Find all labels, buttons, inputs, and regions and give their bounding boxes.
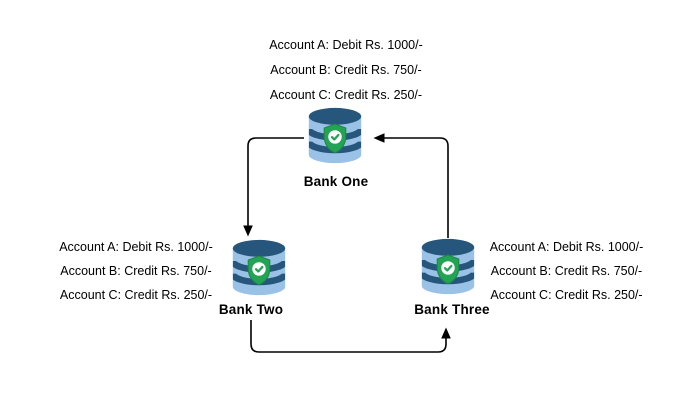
shield-check-icon (247, 255, 271, 286)
arrow-bank-two-to-bank-three (250, 320, 451, 353)
account-line: Account B: Credit Rs. 750/- (270, 63, 422, 77)
shield-check-icon (436, 254, 460, 285)
account-line: Account A: Debit Rs. 1000/- (59, 240, 213, 254)
bank-one-accounts: Account A: Debit Rs. 1000/- Account B: C… (246, 33, 446, 108)
database-icon (421, 238, 475, 295)
bank-two-accounts: Account A: Debit Rs. 1000/- Account B: C… (36, 235, 236, 307)
account-line: Account C: Credit Rs. 250/- (59, 288, 213, 302)
account-line: Account A: Debit Rs. 1000/- (489, 240, 644, 254)
account-line: Account B: Credit Rs. 750/- (60, 264, 212, 278)
bank-three-label: Bank Three (414, 302, 490, 317)
bank-one-label: Bank One (303, 174, 369, 189)
account-line: Account A: Debit Rs. 1000/- (269, 38, 423, 52)
bank-two-label: Bank Two (218, 302, 284, 317)
account-line: Account C: Credit Rs. 250/- (490, 288, 643, 302)
account-line: Account B: Credit Rs. 750/- (490, 264, 643, 278)
shield-check-icon (323, 123, 347, 154)
database-icon (232, 239, 286, 296)
bank-three-accounts: Account A: Debit Rs. 1000/- Account B: C… (466, 235, 667, 307)
database-icon (308, 107, 362, 164)
arrow-bank-three-to-bank-one (373, 133, 449, 238)
account-line: Account C: Credit Rs. 250/- (269, 88, 423, 102)
arrow-bank-one-to-bank-two (243, 137, 304, 237)
